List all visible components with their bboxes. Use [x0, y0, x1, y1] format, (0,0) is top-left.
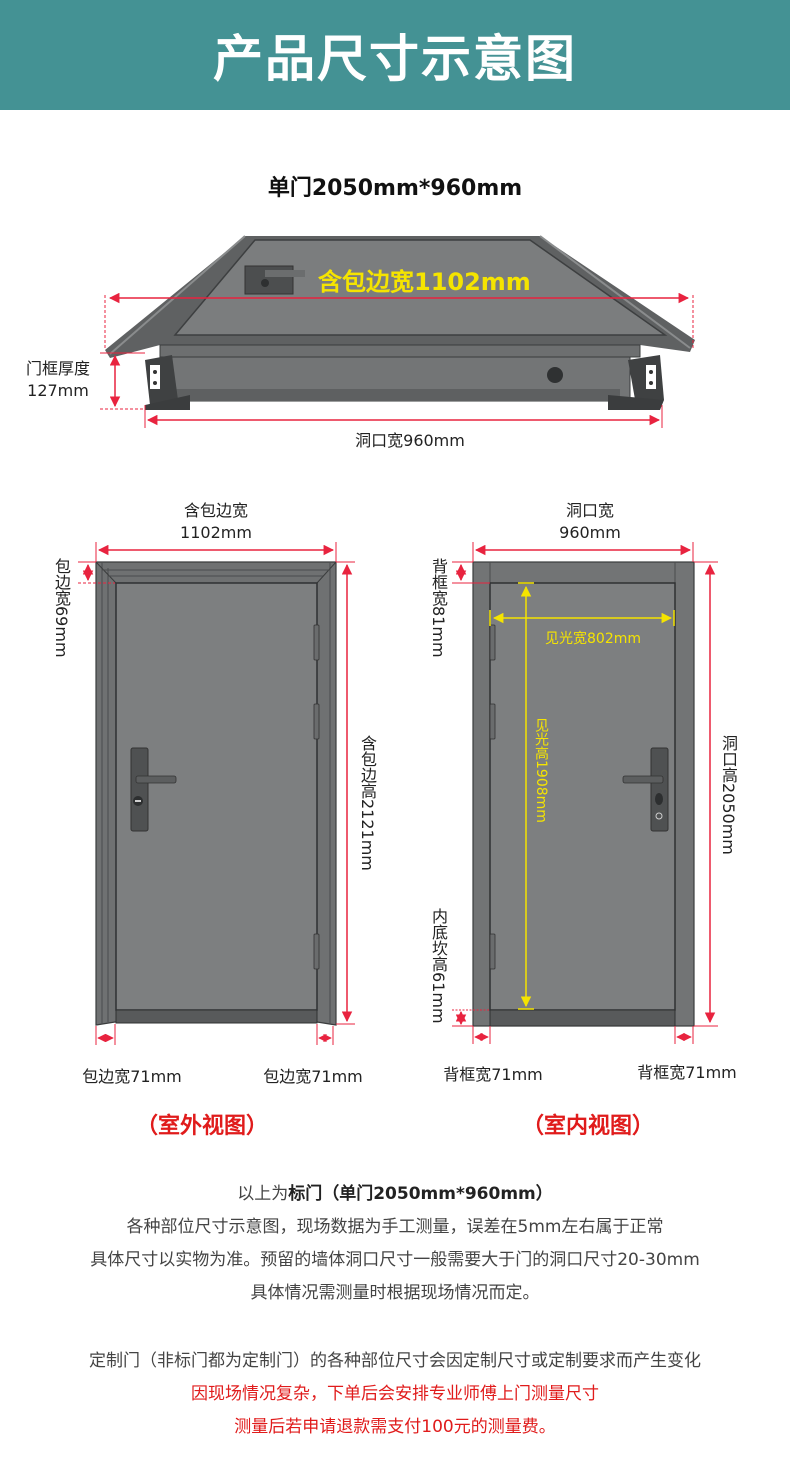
outdoor-bottom-right-label: 包边宽71mm: [263, 1067, 363, 1086]
notes-line-1: 以上为标门（单门2050mm*960mm）: [237, 1184, 553, 1204]
indoor-top-label: 洞口宽 960mm: [559, 501, 621, 542]
wrap-width-label: 含包边宽1102mm: [318, 268, 531, 296]
page-header: 产品尺寸示意图: [0, 0, 790, 110]
indoor-back-frame-81-label: 背框宽81mm: [429, 558, 448, 658]
indoor-opening-height-label: 洞口高2050mm: [719, 735, 738, 855]
outdoor-top-label: 含包边宽 1102mm: [180, 501, 252, 542]
outdoor-bottom-left-label: 包边宽71mm: [82, 1067, 182, 1086]
door-spec-title: 单门2050mm*960mm: [267, 176, 523, 201]
outdoor-door: [95, 561, 337, 1026]
top-dimension-lines: [100, 292, 694, 428]
outdoor-wrap-69-label: 包边宽69mm: [52, 558, 71, 658]
indoor-dimension-lines: [452, 542, 718, 1044]
visible-width-label: 见光宽802mm: [545, 631, 641, 647]
indoor-threshold-label: 内底坎高61mm: [429, 908, 448, 1024]
indoor-bottom-right-label: 背框宽71mm: [637, 1063, 737, 1082]
notes-line-2: 各种部位尺寸示意图，现场数据为手工测量，误差在5mm左右属于正常: [126, 1217, 664, 1237]
frame-thickness-label: 门框厚度 127mm: [25, 359, 90, 400]
visible-height-label: 见光高1908mm: [533, 718, 549, 823]
notes-line-4: 具体情况需测量时根据现场情况而定。: [250, 1283, 540, 1303]
page-title: 产品尺寸示意图: [213, 30, 577, 88]
custom-note-line: 定制门（非标门都为定制门）的各种部位尺寸会因定制尺寸或定制要求而产生变化: [89, 1351, 701, 1371]
refund-fee-line: 测量后若申请退款需支付100元的测量费。: [234, 1417, 556, 1437]
indoor-view-caption: （室内视图）: [522, 1114, 655, 1139]
outdoor-view-caption: （室外视图）: [136, 1114, 269, 1139]
notes-line-3: 具体尺寸以实物为准。预留的墙体洞口尺寸一般需要大于门的洞口尺寸20-30mm: [90, 1250, 700, 1270]
outdoor-dimension-lines: [78, 542, 355, 1045]
top-perspective-door: [105, 235, 695, 410]
measurement-warning-line: 因现场情况复杂，下单后会安排专业师傅上门测量尺寸: [191, 1384, 599, 1404]
notes-block: 以上为标门（单门2050mm*960mm） 各种部位尺寸示意图，现场数据为手工测…: [0, 1178, 790, 1310]
opening-width-label: 洞口宽960mm: [355, 431, 465, 450]
custom-notes-block: 定制门（非标门都为定制门）的各种部位尺寸会因定制尺寸或定制要求而产生变化 因现场…: [0, 1345, 790, 1444]
indoor-bottom-left-label: 背框宽71mm: [443, 1065, 543, 1084]
outdoor-height-label: 含包边高2121mm: [358, 735, 377, 871]
